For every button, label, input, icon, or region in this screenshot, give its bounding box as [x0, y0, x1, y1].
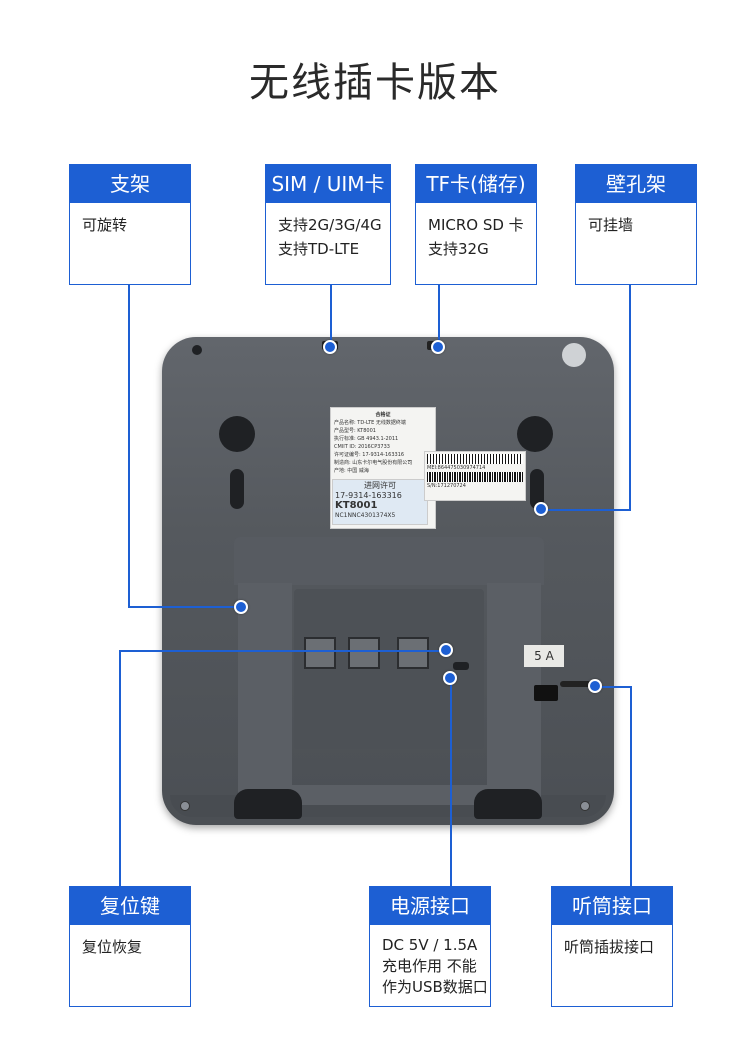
- bottom-foot-right: [474, 789, 542, 819]
- connector-line: [450, 678, 452, 888]
- handset-jack: [534, 685, 558, 701]
- cert-line: 执行标准: GB 4943.1-2011: [334, 436, 399, 442]
- connector-line: [128, 606, 241, 608]
- cert-line: 产品型号: KT8001: [334, 428, 376, 434]
- connector-line: [595, 686, 632, 688]
- connector-line: [128, 285, 130, 608]
- stand-left-leg: [238, 583, 292, 793]
- network-license-sticker: 进网许可 17-9314-163316 KT8001 NC1NNC4301374…: [332, 479, 428, 525]
- card-text: 复位恢复: [82, 938, 143, 956]
- stand-top-bar: [234, 537, 544, 585]
- license-title: 进网许可: [364, 481, 396, 490]
- card-power: 电源接口 DC 5V / 1.5A 充电作用 不能 作为USB数据口: [369, 886, 491, 1007]
- screw-left: [180, 801, 190, 811]
- card-text: 作为USB数据口: [382, 978, 488, 996]
- wall-mount-hole-right: [530, 469, 544, 509]
- usb-power-port: [453, 662, 469, 670]
- barcode-label: MEI:864475030974714 S/N:171270724: [424, 451, 526, 501]
- rj45-port-1: [304, 637, 336, 669]
- rj45-port-3: [397, 637, 429, 669]
- cert-line: 制造商: 山东卡尔电气股份有限公司: [334, 460, 413, 466]
- card-title: SIM / UIM卡: [266, 165, 390, 203]
- card-title: 复位键: [70, 887, 190, 925]
- card-title: TF卡(储存): [416, 165, 536, 203]
- marker-dot: [534, 502, 548, 516]
- barcode-imei: [427, 454, 523, 464]
- stand-bottom-bar: [238, 785, 541, 805]
- rubber-foot-right: [517, 416, 553, 452]
- handset-cord: [560, 681, 600, 687]
- cert-line: 产地: 中国 威海: [334, 468, 369, 474]
- stand-right-leg: [487, 583, 541, 793]
- gear-icon: [562, 343, 586, 367]
- port-panel: [294, 589, 484, 749]
- page-title: 无线插卡版本: [249, 60, 501, 106]
- barcode-sn: [427, 472, 523, 482]
- rubber-foot-left: [219, 416, 255, 452]
- cert-line: CMIIT ID: 2016CP3733: [334, 444, 390, 450]
- phone-device-back: 合格证 产品名称: TD-LTE 无线数据终端 产品型号: KT8001 执行标…: [162, 337, 614, 825]
- marker-dot: [443, 671, 457, 685]
- card-text: MICRO SD 卡: [428, 216, 524, 234]
- marker-dot: [431, 340, 445, 354]
- marker-dot: [439, 643, 453, 657]
- card-reset: 复位键 复位恢复: [69, 886, 191, 1007]
- cert-title: 合格证: [375, 412, 391, 418]
- card-title: 壁孔架: [576, 165, 696, 203]
- screw-right: [580, 801, 590, 811]
- rj45-port-2: [348, 637, 380, 669]
- imei-text: MEI:864475030974714: [427, 465, 486, 471]
- card-title: 听筒接口: [552, 887, 672, 925]
- card-sim: SIM / UIM卡 支持2G/3G/4G 支持TD-LTE: [265, 164, 391, 285]
- connector-line: [119, 650, 121, 888]
- top-left-hole: [192, 345, 202, 355]
- cert-line: 许可证编号: 17-9314-163316: [334, 452, 405, 458]
- card-title: 支架: [70, 165, 190, 203]
- card-text: 支持32G: [428, 240, 489, 258]
- license-code: 17-9314-163316: [335, 491, 402, 500]
- card-handset: 听筒接口 听筒插拔接口: [551, 886, 673, 1007]
- cert-line: 产品名称: TD-LTE 无线数据终端: [334, 420, 406, 426]
- card-title: 电源接口: [370, 887, 490, 925]
- sn-text: S/N:171270724: [427, 483, 466, 489]
- marker-dot: [323, 340, 337, 354]
- connector-line: [119, 650, 446, 652]
- wall-mount-hole-left: [230, 469, 244, 509]
- card-text: 充电作用 不能: [382, 957, 477, 975]
- connector-line: [438, 285, 440, 347]
- connector-line: [330, 285, 332, 347]
- connector-line: [541, 509, 631, 511]
- connector-line: [630, 686, 632, 888]
- license-model: KT8001: [335, 500, 378, 511]
- license-serial: NC1NNC4301374X5: [335, 512, 396, 519]
- card-text: 听筒插拔接口: [564, 938, 655, 956]
- card-text: 支持TD-LTE: [278, 240, 360, 258]
- power-rating-label: 5 A: [524, 645, 564, 667]
- card-text: 支持2G/3G/4G: [278, 216, 382, 234]
- card-text: 可旋转: [82, 216, 128, 234]
- card-text: DC 5V / 1.5A: [382, 936, 478, 954]
- card-tf: TF卡(储存) MICRO SD 卡 支持32G: [415, 164, 537, 285]
- marker-dot: [588, 679, 602, 693]
- card-stand: 支架 可旋转: [69, 164, 191, 285]
- card-text: 可挂墙: [588, 216, 634, 234]
- bottom-foot-left: [234, 789, 302, 819]
- connector-line: [629, 285, 631, 510]
- marker-dot: [234, 600, 248, 614]
- card-wall: 壁孔架 可挂墙: [575, 164, 697, 285]
